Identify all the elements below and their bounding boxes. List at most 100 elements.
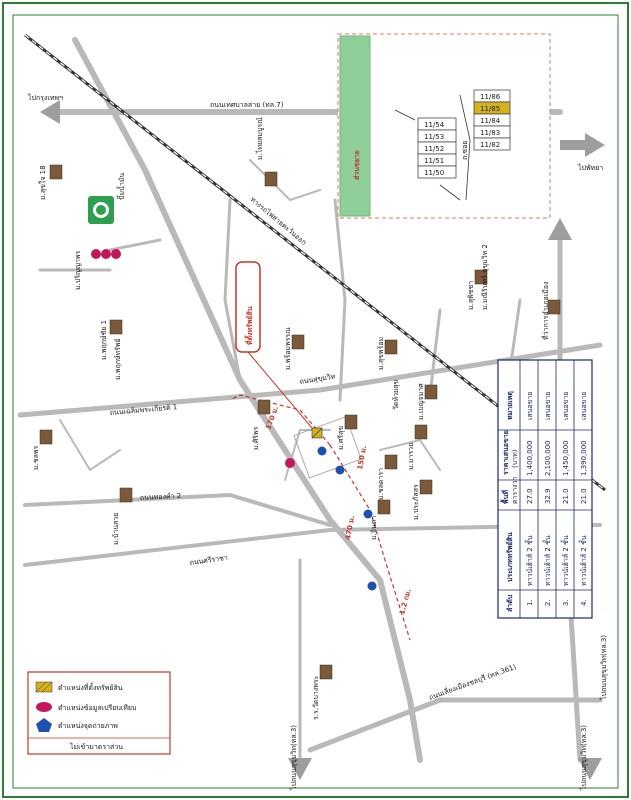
- building-icon: [377, 499, 391, 515]
- building-icon: [109, 319, 123, 335]
- comparison-marker-icon: [111, 249, 121, 259]
- road-label-lower: ถนนเลี่ยงเมืองชลบุรี (ทล.361): [428, 662, 518, 702]
- svg-text:ลำดับ: ลำดับ: [506, 594, 514, 612]
- building-icon: [319, 664, 333, 680]
- svg-text:วัดห้วยสุข: วัดห้วยสุข: [392, 380, 400, 410]
- photo-marker-icon: [363, 509, 373, 519]
- label-to-pattaya: ไปพัทยา: [577, 163, 603, 172]
- building-icon: [384, 339, 398, 355]
- label-to-bangkok: ไปกรุงเทพฯ: [27, 93, 63, 102]
- building-icon: [419, 479, 433, 495]
- svg-text:11/82: 11/82: [480, 141, 500, 149]
- svg-text:ม.จินดา: ม.จินดา: [370, 516, 378, 540]
- sale-area-label: ส่วนขยาย: [353, 150, 361, 180]
- svg-text:11/51: 11/51: [424, 157, 444, 165]
- legend-label-comparison: ตำแหน่งข้อมูลเปรียบเทียบ: [58, 704, 136, 712]
- building-icon: [119, 487, 133, 503]
- direction-arrows: [40, 100, 605, 780]
- building-icon: [39, 429, 53, 445]
- svg-text:11/50: 11/50: [424, 169, 444, 177]
- landmark-labels: ม.สุขใจ 18 ม.ปริญญาพร ม.ไทยสมบูรณ์ ม.พฤก…: [32, 117, 475, 720]
- blue-pentagon-icon: [36, 718, 52, 732]
- road-label-2: ถนนทองคำ 2: [140, 492, 182, 502]
- svg-text:ม.เบญจมาศ: ม.เบญจมาศ: [417, 383, 425, 420]
- svg-text:1.: 1.: [526, 599, 534, 606]
- road-diagonal-main: [72, 37, 423, 763]
- svg-text:4.: 4.: [580, 599, 588, 606]
- arrow-down-left-icon: [288, 758, 312, 780]
- svg-text:3.: 3.: [562, 599, 570, 606]
- building-icon: [257, 399, 271, 415]
- label-to-sukhumvit-bottom: ไปถนนสุขุมวิท(ทล.3): [579, 725, 588, 791]
- label-to-sukhumvit-left: ไปถนนสุขุมวิท(ทล.3): [289, 725, 298, 791]
- svg-text:2,100,000: 2,100,000: [544, 440, 552, 476]
- svg-text:ม.พร้อมพรรณ: ม.พร้อมพรรณ: [284, 327, 292, 370]
- comparison-marker-icon: [285, 458, 295, 468]
- bank-logo: [88, 196, 114, 224]
- svg-text:ม.ชลดารา: ม.ชลดารา: [377, 468, 385, 500]
- svg-text:11/86: 11/86: [480, 93, 501, 101]
- small-labels: ปั๊มน้ำมัน ม.มณีรินทร์ สุขุมวิท 2 ที่ว่า…: [115, 173, 550, 340]
- label-to-sukhumvit-bottom2: ไปถนนสุขุมวิท(ทล.3): [599, 635, 608, 701]
- svg-text:เสนอขาย: เสนอขาย: [580, 392, 588, 420]
- svg-text:1,400,000: 1,400,000: [526, 440, 534, 476]
- building-icons: [39, 164, 561, 680]
- road-label-rail: ทางรถไฟสายตะวันออก: [249, 195, 309, 247]
- svg-text:เสนอขาย: เสนอขาย: [562, 392, 570, 420]
- arrow-left-top-icon: [40, 100, 60, 124]
- building-icon: [414, 424, 428, 440]
- road-2: [23, 492, 332, 527]
- road-label-top: ถนนเทศบาลสาย (ทล.7): [210, 101, 284, 109]
- svg-text:เสนอขาย: เสนอขาย: [526, 392, 534, 420]
- comparison-marker-icon: [91, 249, 101, 259]
- inset-plots: [417, 89, 511, 179]
- road-label-sukhumvit: ถนนสุขุมวิท: [299, 372, 336, 386]
- svg-text:32.9: 32.9: [544, 488, 552, 504]
- legend-label-photo: ตำแหน่งจุดถ่ายภาพ: [58, 722, 118, 730]
- svg-text:หมายเหตุ: หมายเหตุ: [506, 391, 514, 420]
- svg-text:ทาวน์เฮ้าส์ 2 ชั้น: ทาวน์เฮ้าส์ 2 ชั้น: [559, 535, 570, 586]
- site-callout-label: ที่ตั้งทรัพย์สิน: [243, 306, 254, 345]
- svg-text:ม.สุพิชชา: ม.สุพิชชา: [467, 281, 475, 310]
- building-icon: [49, 164, 63, 180]
- svg-text:ม.ประภัสสร: ม.ประภัสสร: [412, 484, 420, 520]
- arrow-right-top-icon: [585, 133, 605, 157]
- site-callout: [235, 261, 313, 429]
- building-icon: [264, 171, 278, 187]
- svg-text:ปั๊มน้ำมัน: ปั๊มน้ำมัน: [115, 173, 126, 200]
- svg-text:ม.ศรีสุข: ม.ศรีสุข: [337, 426, 345, 450]
- svg-text:ม.มณีรินทร์ สุขุมวิท 2: ม.มณีรินทร์ สุขุมวิท 2: [481, 244, 489, 310]
- inset-green-area: [339, 35, 371, 217]
- svg-text:ร.ร.วัดบางพระ: ร.ร.วัดบางพระ: [312, 675, 320, 720]
- svg-text:ม.พฤกษ์ชัย 1: ม.พฤกษ์ชัย 1: [100, 320, 108, 360]
- svg-text:11/53: 11/53: [424, 133, 444, 141]
- svg-text:ม.สุขใจ 18: ม.สุขใจ 18: [38, 165, 47, 200]
- road-label-sriracha: ถนนศรีราชา: [189, 554, 228, 567]
- building-icon: [384, 454, 398, 470]
- svg-text:11/84: 11/84: [480, 117, 501, 125]
- svg-text:ทาวน์เฮ้าส์ 2 ชั้น: ทาวน์เฮ้าส์ 2 ชั้น: [577, 535, 588, 586]
- svg-text:ม.สุขพร้อม: ม.สุขพร้อม: [377, 337, 385, 370]
- svg-text:11/83: 11/83: [480, 129, 500, 137]
- svg-text:21.0: 21.0: [580, 488, 588, 504]
- svg-text:เสนอขาย: เสนอขาย: [544, 392, 552, 420]
- price-table: ลำดับ ประเภททรัพย์สิน พื้นที่ ตารางวา รา…: [497, 359, 593, 619]
- comparison-markers: [91, 249, 295, 468]
- svg-text:(บาท): (บาท): [511, 449, 519, 468]
- pink-ellipse-icon: [36, 702, 52, 712]
- inset-road-label: ถ.ซอย: [461, 140, 469, 160]
- distance-label-4: 150 ม.: [356, 445, 368, 470]
- distance-label-3: 1.2 กม.: [398, 588, 413, 616]
- arrow-up-right-icon: [548, 218, 572, 240]
- building-icon: [474, 269, 488, 285]
- svg-text:ทาวน์เฮ้าส์ 2 ชั้น: ทาวน์เฮ้าส์ 2 ชั้น: [523, 535, 534, 586]
- legend-footer: ไม่เข้ามาตราส่วน: [69, 742, 123, 751]
- inset-plot-labels: 11/54 11/53 11/52 11/51 11/50 11/86 11/8…: [424, 93, 501, 177]
- svg-text:ราคาเสนอขาย: ราคาเสนอขาย: [502, 430, 510, 475]
- svg-text:21.0: 21.0: [562, 488, 570, 504]
- inset-map: [337, 33, 551, 219]
- svg-text:ตารางวา: ตารางวา: [511, 476, 519, 504]
- svg-text:ม.พฤกษ์ทรัพย์: ม.พฤกษ์ทรัพย์: [114, 338, 122, 380]
- photo-markers: [317, 446, 377, 591]
- building-icon: [344, 414, 358, 430]
